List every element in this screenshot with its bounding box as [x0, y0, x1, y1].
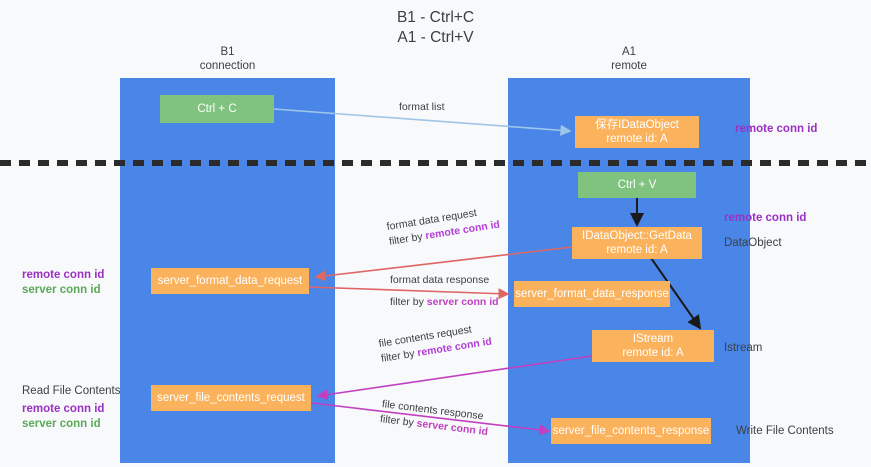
node-server-format-data-request[interactable]: server_format_data_request — [151, 268, 309, 294]
node-save-idataobject-remote-id: remote id: A — [606, 133, 668, 145]
page-title-line-2: A1 - Ctrl+V — [397, 29, 474, 46]
annotation-remote-conn-id-top: remote conn id — [735, 123, 818, 135]
phase-divider-dashed-line — [0, 160, 871, 166]
page-title: B1 - Ctrl+C A1 - Ctrl+V — [0, 8, 871, 48]
annotation-left-remote-conn-id-1: remote conn id — [22, 269, 105, 281]
node-save-idataobject[interactable]: 保存IDataObject remote id: A — [575, 116, 699, 148]
annotation-dataobject: DataObject — [724, 237, 782, 249]
filter-prefix: filter by — [379, 412, 418, 430]
edge-label-file-contents-request: file contents request filter by remote c… — [378, 320, 493, 367]
node-server-format-data-request-label: server_format_data_request — [157, 275, 303, 287]
column-header-b1-role: connection — [199, 60, 256, 72]
node-istream-label: IStream — [632, 333, 674, 345]
annotation-left-remote-conn-id-2: remote conn id — [22, 403, 105, 415]
column-header-a1-name: A1 — [621, 46, 637, 58]
edge-label-format-data-response-text: format data response — [390, 274, 490, 286]
page-title-line-1: B1 - Ctrl+C — [396, 9, 475, 26]
node-istream-remote-id: remote id: A — [622, 347, 684, 359]
edge-label-format-data-response: format data response filter by server co… — [390, 273, 499, 310]
edge-label-format-data-response-filter: filter by server conn id — [390, 295, 499, 310]
node-server-file-contents-response-label: server_file_contents_response — [552, 425, 710, 437]
annotation-left-server-conn-id-2: server conn id — [22, 418, 101, 430]
node-server-format-data-response[interactable]: server_format_data_response — [514, 281, 670, 307]
node-istream[interactable]: IStream remote id: A — [592, 330, 714, 362]
edge-label-file-contents-response: file contents response filter by server … — [379, 397, 490, 440]
annotation-left-server-conn-id-1: server conn id — [22, 284, 101, 296]
node-ctrl-v-label: Ctrl + V — [617, 179, 657, 191]
column-header-a1: A1 remote — [508, 45, 750, 73]
column-header-b1: B1 connection — [120, 45, 335, 73]
annotation-remote-conn-id-mid: remote conn id — [724, 212, 807, 224]
node-server-format-data-response-label: server_format_data_response — [515, 288, 669, 300]
column-header-b1-name: B1 — [220, 46, 235, 58]
node-server-file-contents-request-label: server_file_contents_request — [157, 392, 305, 404]
annotation-istream: Istream — [724, 342, 763, 354]
filter-value-server-conn-id: server conn id — [426, 296, 499, 308]
node-ctrl-v[interactable]: Ctrl + V — [578, 172, 696, 198]
edge-label-format-data-request: format data request filter by remote con… — [386, 203, 501, 250]
node-server-file-contents-response[interactable]: server_file_contents_response — [551, 418, 711, 444]
edge-label-format-list: format list — [399, 100, 445, 115]
annotation-read-file-contents: Read File Contents — [22, 385, 121, 397]
node-server-file-contents-request[interactable]: server_file_contents_request — [151, 385, 311, 411]
node-getdata-label: IDataObject::GetData — [582, 230, 692, 242]
edge-label-format-list-text: format list — [399, 101, 445, 113]
node-getdata-remote-id: remote id: A — [606, 244, 668, 256]
annotation-write-file-contents: Write File Contents — [736, 425, 834, 437]
node-ctrl-c[interactable]: Ctrl + C — [160, 95, 274, 123]
node-save-idataobject-label: 保存IDataObject — [595, 119, 679, 131]
node-idataobject-getdata[interactable]: IDataObject::GetData remote id: A — [572, 227, 702, 259]
filter-prefix: filter by — [390, 296, 427, 308]
column-header-a1-role: remote — [611, 60, 647, 72]
node-ctrl-c-label: Ctrl + C — [197, 103, 237, 115]
